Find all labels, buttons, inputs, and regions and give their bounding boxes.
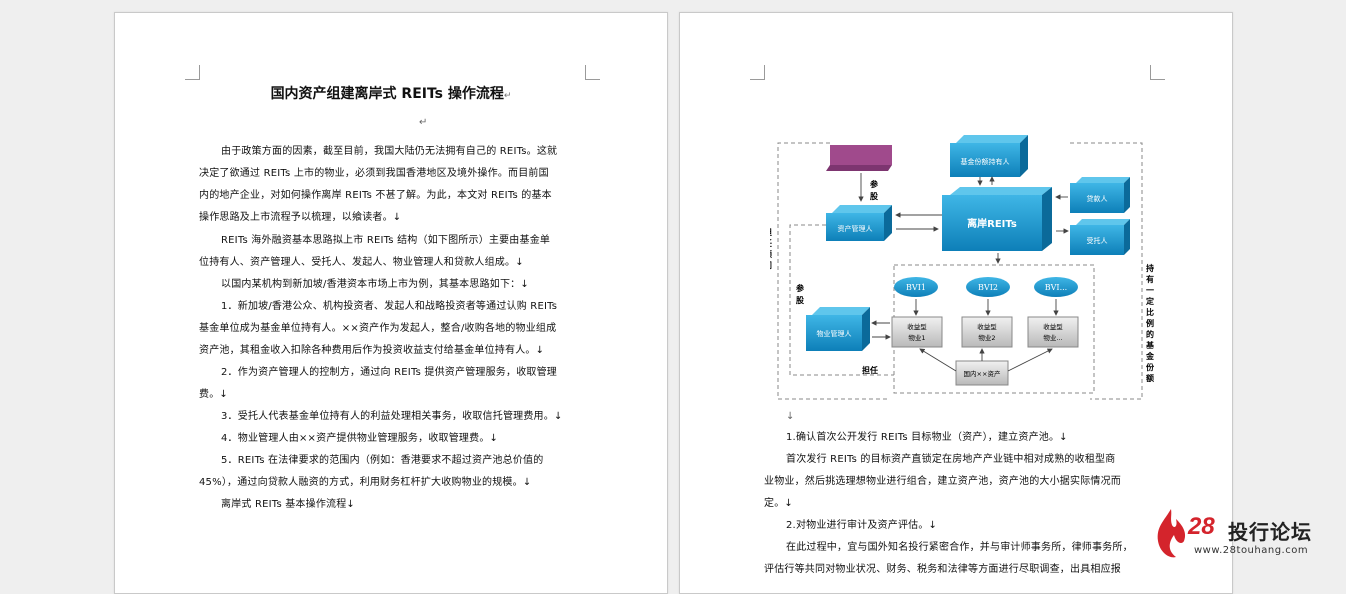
label-participate-top: 参 股 (869, 179, 881, 201)
body-line[interactable]: 基金单位成为基金单位持有人。××资产作为发起人，整合/收购各地的物业组成 (199, 323, 557, 334)
body-line[interactable]: 5．REITs 在法律要求的范围内（例如：香港要求不超过资产池总价值的 (221, 455, 544, 466)
body-line[interactable]: 首次发行 REITs 的目标资产直锁定在房地产产业链中相对成熟的收租型商 (786, 454, 1116, 465)
body-line[interactable]: 资产池，其租金收入扣除各种费用后作为投资收益支付给基金单位持有人。↓ (199, 345, 545, 356)
body-line[interactable]: 4．物业管理人由××资产提供物业管理服务，收取管理费。↓ (221, 433, 499, 444)
body-line[interactable]: 1．新加坡/香港公众、机构投资者、发起人和战略投资者等通过认购 REITs (221, 301, 558, 312)
body-line[interactable]: 业物业，然后挑选理想物业进行组合，建立资产池，资产池的大小据实际情况而 (764, 476, 1121, 487)
logo-number: 28 (1188, 513, 1215, 540)
document-title-text: 国内资产组建离岸式 REITs 操作流程 (270, 86, 504, 102)
property-1-label-b: 物业1 (908, 333, 925, 342)
label-consultant: 担 任 顾 问 (770, 227, 775, 270)
body-line[interactable]: 决定了欲通过 REITs 上市的物业，必须到我国香港地区及境外操作。而目前国 (199, 168, 549, 179)
body-line[interactable]: 2.对物业进行审计及资产评估。↓ (786, 520, 938, 531)
flame-icon (1157, 509, 1186, 558)
body-line[interactable]: 位持有人、资产管理人、受托人、发起人、物业管理人和贷款人组成。↓ (199, 257, 524, 268)
body-line[interactable]: 内的地产企业，对如何操作离岸 REITs 不甚了解。为此，本文对 REITs 的… (199, 190, 552, 201)
body-line[interactable]: 定。↓ (764, 498, 793, 509)
domestic-asset-label: 国内××资产 (964, 369, 1001, 378)
body-line[interactable]: 2．作为资产管理人的控制方，通过向 REITs 提供资产管理服务，收取管理 (221, 367, 557, 378)
logo-name: 投行论坛 (1228, 520, 1312, 544)
lender-box: 贷款人 (1070, 177, 1130, 213)
property-3-label-b: 物业... (1043, 333, 1062, 342)
body-line[interactable]: 评估行等共同对物业状况、财务、税务和法律等方面进行尽职调查，出具相应报 (764, 564, 1121, 575)
paragraph-mark: ↵ (419, 117, 428, 128)
fund-holders-label: 基金份额持有人 (961, 157, 1010, 166)
reits-box: 离岸REITs (942, 187, 1052, 251)
body-line[interactable]: 3．受托人代表基金单位持有人的利益处理相关事务，收取信托管理费用。↓ (221, 411, 563, 422)
asset-manager-label: 资产管理人 (838, 224, 873, 233)
crop-mark (585, 65, 600, 80)
property-1-box: 收益型 物业1 (891, 316, 943, 348)
crop-mark (1150, 65, 1165, 80)
document-title[interactable]: 国内资产组建离岸式 REITs 操作流程↵ (270, 86, 512, 102)
property-3-label-a: 收益型 (1043, 322, 1063, 331)
body-line[interactable]: 在此过程中，宜与国外知名投行紧密合作，并与审计师事务所，律师事务所， (786, 542, 1133, 553)
document-page-left: 国内资产组建离岸式 REITs 操作流程↵ ↵ 由于政策方面的因素，截至目前，我… (114, 12, 668, 594)
crop-mark (750, 65, 765, 80)
body-line[interactable]: 由于政策方面的因素，截至目前，我国大陆仍无法拥有自己的 REITs。这就 (221, 146, 558, 157)
domestic-asset-box: 国内××资产 (955, 360, 1009, 386)
body-line[interactable]: 费。↓ (199, 389, 228, 400)
property-2-label-a: 收益型 (977, 322, 997, 331)
lender-label: 贷款人 (1087, 194, 1108, 203)
body-line[interactable]: 1.确认首次公开发行 REITs 目标物业（资产），建立资产池。↓ (786, 432, 1068, 443)
bvi1-label: BVI1 (906, 283, 926, 292)
reits-label: 离岸REITs (967, 217, 1017, 230)
bvi3-node: BVI... (1034, 277, 1078, 297)
bvi2-label: BVI2 (978, 283, 998, 292)
fund-holders-box: 基金份额持有人 (950, 135, 1028, 177)
logo-url: www.28touhang.com (1194, 545, 1309, 556)
body-line[interactable]: 离岸式 REITs 基本操作流程↓ (221, 499, 356, 510)
paragraph-mark: ↓ (786, 411, 795, 422)
reits-structure-diagram[interactable]: 基金份额持有人 资产管理人 离岸REITs 贷款人 受托 (770, 125, 1154, 407)
property-manager-box: 物业管理人 (806, 307, 870, 351)
body-line[interactable]: 以国内某机构到新加坡/香港资本市场上市为例，其基本思路如下：↓ (221, 279, 529, 290)
property-3-box: 收益型 物业... (1027, 316, 1079, 348)
trustee-box: 受托人 (1070, 219, 1130, 255)
document-page-right: 基金份额持有人 资产管理人 离岸REITs 贷款人 受托 (679, 12, 1233, 594)
label-act-as: 担任 (862, 365, 878, 375)
property-manager-label: 物业管理人 (817, 329, 852, 338)
trustee-label: 受托人 (1087, 236, 1108, 245)
label-hold-fund-shares: 持 有 一 定 比 例 的 基 金 份 额 (1145, 263, 1154, 383)
body-line[interactable]: 45%），通过向贷款人融资的方式，利用财务杠杆扩大收购物业的规模。↓ (199, 477, 532, 488)
sponsor-box (826, 145, 892, 171)
crop-mark (185, 65, 200, 80)
property-1-label-a: 收益型 (907, 322, 927, 331)
site-logo: 28 投行论坛 www.28touhang.com (1150, 505, 1346, 582)
bvi2-node: BVI2 (966, 277, 1010, 297)
body-line[interactable]: REITs 海外融资基本思路拟上市 REITs 结构（如下图所示）主要由基金单 (221, 235, 551, 246)
bvi3-label: BVI... (1045, 283, 1067, 292)
body-line[interactable]: 操作思路及上市流程予以梳理，以飨读者。↓ (199, 212, 402, 223)
asset-manager-box: 资产管理人 (826, 205, 892, 241)
property-2-label-b: 物业2 (978, 333, 995, 342)
property-2-box: 收益型 物业2 (961, 316, 1013, 348)
label-participate-mid: 参 股 (795, 283, 807, 305)
bvi1-node: BVI1 (894, 277, 938, 297)
